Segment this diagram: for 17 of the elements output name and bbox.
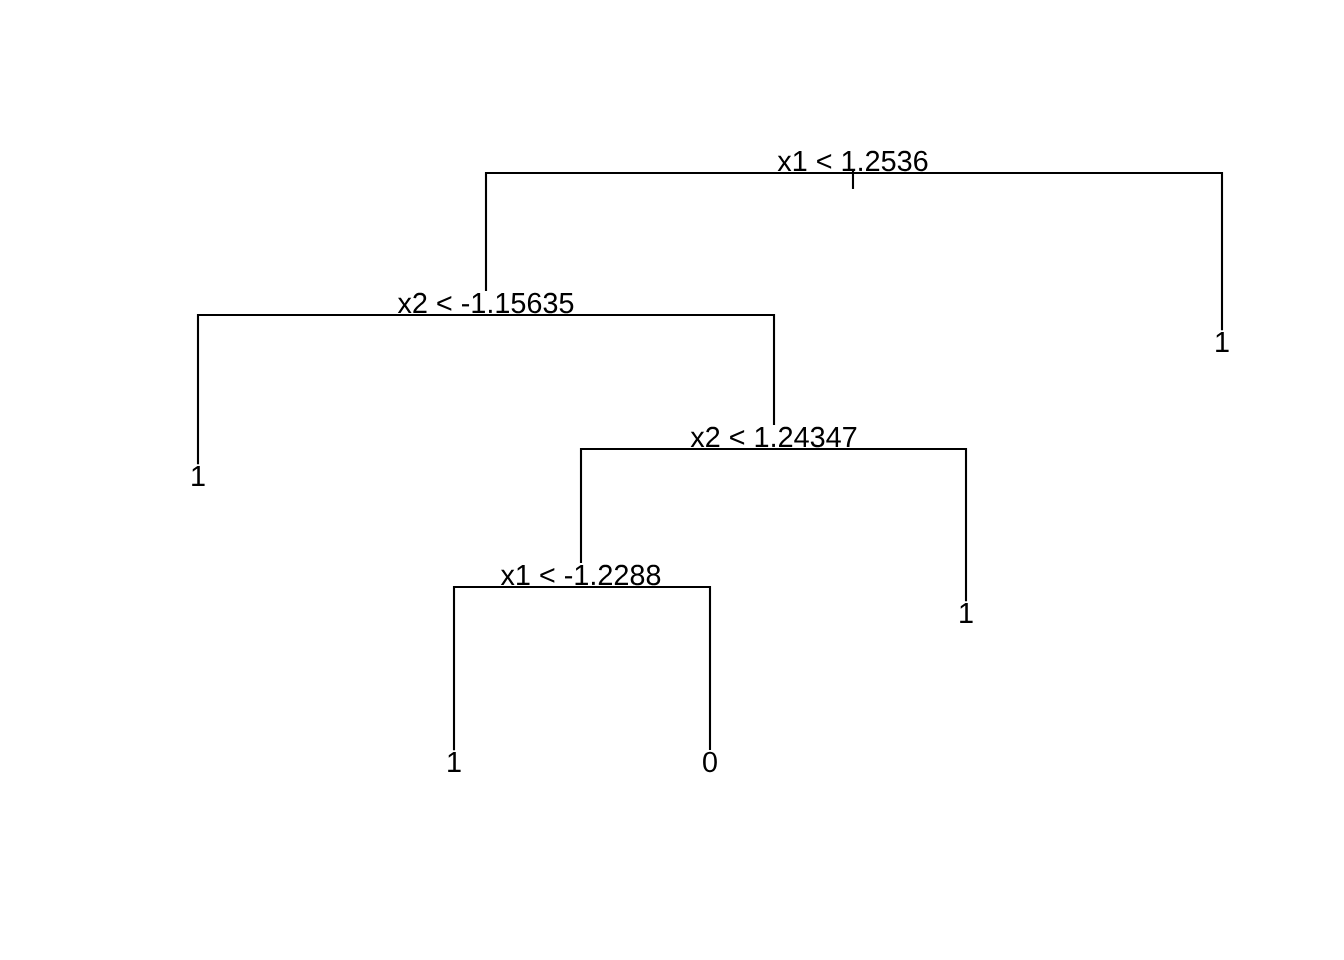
tree-branch	[853, 171, 1224, 331]
split-label: x1 < 1.2536	[777, 150, 928, 172]
tree-branch	[486, 313, 776, 426]
leaf-label: 1	[448, 752, 461, 772]
tree-branch	[452, 585, 581, 751]
split-label: x1 < -1.2288	[500, 564, 661, 586]
leaf-label: 1	[192, 466, 205, 486]
tree-branch	[581, 585, 712, 751]
leaf-label: 1	[1216, 332, 1229, 352]
split-label: x2 < -1.15635	[397, 292, 574, 314]
tree-branch	[774, 447, 968, 602]
tree-branch	[579, 447, 774, 564]
leaf-label: 0	[703, 751, 717, 773]
leaf-label: 1	[960, 603, 973, 623]
tree-branch	[196, 313, 486, 465]
split-label: x2 < 1.24347	[690, 426, 857, 448]
tree-branch	[484, 171, 853, 292]
